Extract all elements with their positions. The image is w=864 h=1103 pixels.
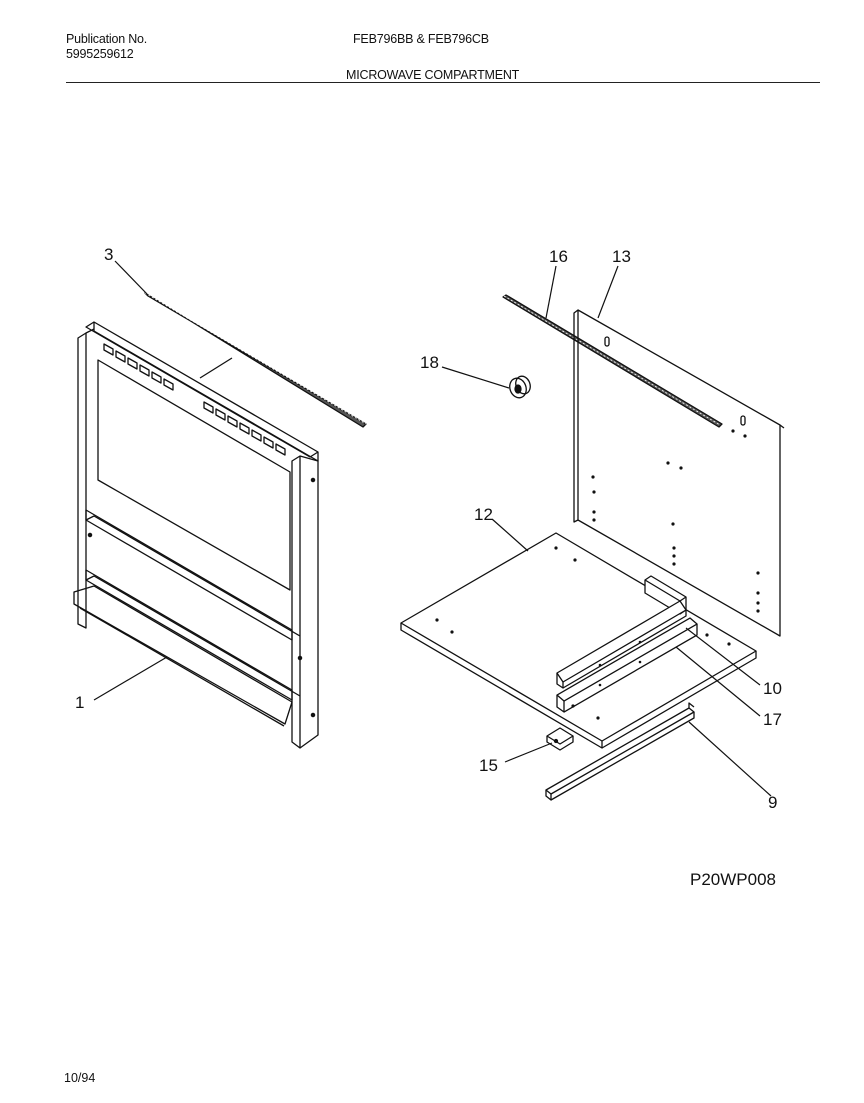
callout-18: 18 — [420, 353, 439, 372]
callout-16: 16 — [549, 247, 568, 266]
callout-17: 17 — [763, 710, 782, 729]
page-date: 10/94 — [64, 1071, 96, 1085]
leader-lines — [93, 260, 772, 797]
callout-9: 9 — [768, 793, 777, 812]
bracket-part — [546, 727, 574, 751]
seal-strip-part — [144, 292, 367, 428]
callout-3: 3 — [104, 245, 113, 264]
seal-strip-part-16 — [502, 294, 723, 428]
publication-label: Publication No. — [66, 32, 148, 46]
header-rule — [66, 82, 820, 83]
model-number: FEB796BB & FEB796CB — [353, 32, 489, 46]
diagram-code: P20WP008 — [690, 870, 776, 889]
long-rail-part — [545, 702, 695, 801]
callout-10: 10 — [763, 679, 782, 698]
rear-panel-part — [573, 309, 785, 637]
callout-labels: 3 16 13 18 12 1 10 17 15 9 — [75, 245, 782, 812]
section-title: MICROWAVE COMPARTMENT — [346, 68, 520, 82]
callout-1: 1 — [75, 693, 84, 712]
grommet-part — [509, 375, 531, 399]
callout-13: 13 — [612, 247, 631, 266]
callout-15: 15 — [479, 756, 498, 775]
publication-number: 5995259612 — [66, 47, 134, 61]
front-frame-part — [73, 321, 319, 749]
callout-12: 12 — [474, 505, 493, 524]
rail-parts — [556, 575, 698, 713]
